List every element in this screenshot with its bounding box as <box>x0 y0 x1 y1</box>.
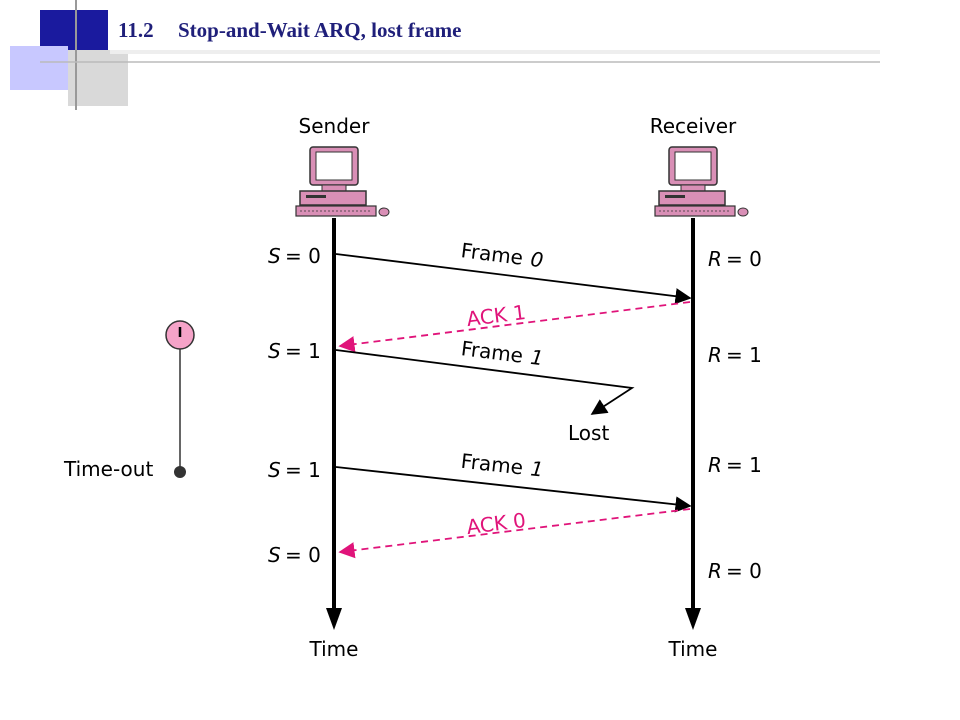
ack-0-arrow <box>338 508 691 559</box>
header-dark-square <box>40 10 108 50</box>
receiver-label: Receiver <box>650 114 737 138</box>
receiver-computer-icon <box>654 146 749 217</box>
svg-text:R: R <box>708 343 722 367</box>
svg-text:R: R <box>708 453 722 477</box>
frame-1-lost-label: Frame 1 <box>460 336 545 370</box>
frame-1-resend-arrow <box>335 466 692 513</box>
svg-text:= 1: = 1 <box>285 458 321 482</box>
sender-label: Sender <box>299 114 371 138</box>
timeout-label: Time-out <box>63 457 153 481</box>
sender-computer-icon <box>295 146 390 217</box>
timer-end-dot <box>174 466 186 478</box>
svg-text:Frame: Frame <box>460 336 525 368</box>
section-number: 11.2 <box>118 18 154 42</box>
lost-label: Lost <box>568 421 609 445</box>
frame-1-lost-arrow <box>335 349 635 415</box>
slide-header: 11.2 Stop-and-Wait ARQ, lost frame <box>0 0 960 110</box>
receiver-timeline-arrowhead <box>685 608 701 630</box>
sender-time-label: Time <box>309 637 359 661</box>
header-light-square <box>10 46 68 90</box>
header-decoration <box>10 0 880 110</box>
svg-text:1: 1 <box>529 345 545 370</box>
frame-1-resend-label: Frame 1 <box>460 449 545 482</box>
svg-text:S: S <box>268 339 281 363</box>
svg-text:= 1: = 1 <box>726 343 762 367</box>
receiver-state-4: R = 0 <box>708 559 762 583</box>
svg-text:Frame: Frame <box>460 449 525 480</box>
svg-text:= 0: = 0 <box>285 543 321 567</box>
svg-text:= 1: = 1 <box>285 339 321 363</box>
receiver-state-3: R = 1 <box>708 453 762 477</box>
svg-text:Frame: Frame <box>460 238 525 270</box>
frame-0-arrow <box>335 253 692 305</box>
svg-text:= 1: = 1 <box>726 453 762 477</box>
receiver-time-label: Time <box>668 637 718 661</box>
svg-text:S: S <box>268 458 281 482</box>
receiver-state-1: R = 0 <box>708 247 762 271</box>
section-title: Stop-and-Wait ARQ, lost frame <box>178 18 462 42</box>
header-gray-square <box>68 50 128 106</box>
sender-state-4: S = 0 <box>268 543 321 567</box>
frame-0-label: Frame 0 <box>460 238 545 272</box>
ack-1-arrow <box>338 301 691 353</box>
svg-text:= 0: = 0 <box>726 559 762 583</box>
sender-state-2: S = 1 <box>268 339 321 363</box>
svg-text:0: 0 <box>529 247 545 272</box>
sender-state-3: S = 1 <box>268 458 321 482</box>
svg-text:= 0: = 0 <box>726 247 762 271</box>
svg-text:= 0: = 0 <box>285 244 321 268</box>
receiver-state-2: R = 1 <box>708 343 762 367</box>
svg-text:1: 1 <box>529 456 544 481</box>
ack-0-label: ACK 0 <box>465 508 527 539</box>
sender-timeline-arrowhead <box>326 608 342 630</box>
sender-state-1: S = 0 <box>268 244 321 268</box>
svg-text:R: R <box>708 559 722 583</box>
svg-text:R: R <box>708 247 722 271</box>
svg-text:S: S <box>268 543 281 567</box>
ack-1-label: ACK 1 <box>465 300 527 331</box>
svg-text:S: S <box>268 244 281 268</box>
